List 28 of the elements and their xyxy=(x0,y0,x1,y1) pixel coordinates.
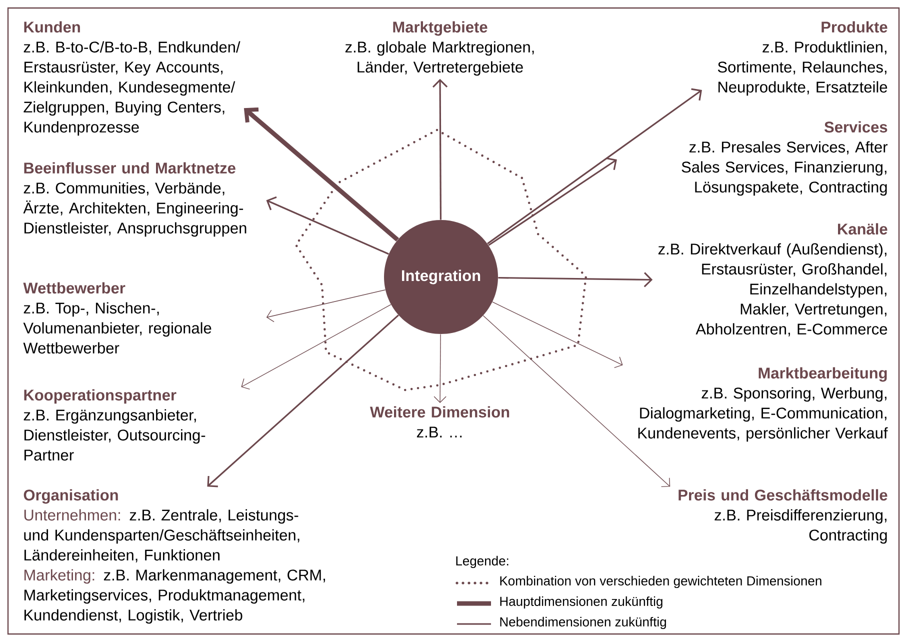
arrow xyxy=(498,272,653,288)
arrow xyxy=(241,304,392,390)
legend-text: Kombination von verschieden gewichteten Dimensionen xyxy=(500,576,822,588)
arrow xyxy=(482,315,670,488)
dimension-text: Organisation Unternehmen: z.B. Zentrale, Leistungs- und Kundensparten/Geschäftseinheiten, Ländereinheiten, Funktionen Marketing: z.B. Markenmanagement, CRM, Marketingservices, Produktmanagement, Kundendienst, Logistik, Vertrieb xyxy=(24,489,325,624)
dimension-text: Kunden z.B. B-to-C/B-to-B, Endkunden/ Erstausrüster, Key Accounts, Kleinkunden, Kundesegmente/ Zielgruppen, Buying Centers, Kundenprozesse xyxy=(24,21,240,136)
arrow xyxy=(434,334,446,403)
arrow xyxy=(492,302,623,368)
dimension-text: Marktgebiete z.B. globale Marktregionen, Länder, Vertretergebiete xyxy=(345,21,534,76)
dimension-text: Marktbearbeitung z.B. Sponsoring, Werbung, Dialogmarketing, E-Communication, Kundenevents, persönlicher Verkauf xyxy=(638,367,888,442)
dimension-text: Produkte z.B. Produktlinien, Sortimente, Relaunches, Neuprodukte, Ersatzteile xyxy=(718,21,888,96)
dimension-text: Kooperationspartner z.B. Ergänzungsanbieter, Dienstleister, Outsourcing-Partner xyxy=(24,389,206,461)
arrow xyxy=(244,107,400,242)
arrow xyxy=(266,290,386,322)
dimension-text: Preis und Geschäftsmodelle z.B. Preisdifferenzierung, Contracting xyxy=(678,489,888,544)
arrow xyxy=(488,157,617,246)
arrow xyxy=(266,196,389,255)
legend-text: Hauptdimensionen zukünftig xyxy=(500,596,662,609)
dimension-text: Services z.B. Presales Services, After Sales Services, Finanzierung, Lösungspakete, Contracting xyxy=(682,121,888,196)
arrow xyxy=(207,314,399,488)
dimension-text: Weitere Dimension z.B. … xyxy=(370,406,510,438)
dimension-text: Kanäle z.B. Direktverkauf (Außendienst), Erstausrüster, Großhandel, Einzelhandelstypen, Makler, Vertretungen, Abholzentren, E-Commerce xyxy=(658,223,888,336)
legend-title: Legende: xyxy=(456,556,508,568)
arrow xyxy=(487,88,702,244)
legend-text: Nebendimensionen zukünftig xyxy=(500,616,666,630)
dimension-text: Wettbewerber z.B. Top-, Nischen-, Volumenanbieter, regionale Wettbewerber xyxy=(23,282,212,354)
arrow xyxy=(432,78,448,220)
dimension-text: Beeinflusser und Marktnetze z.B. Communities, Verbände, Ärzte, Architekten, Engineering-Dienstleister, Anspruchsgruppen xyxy=(23,162,246,237)
